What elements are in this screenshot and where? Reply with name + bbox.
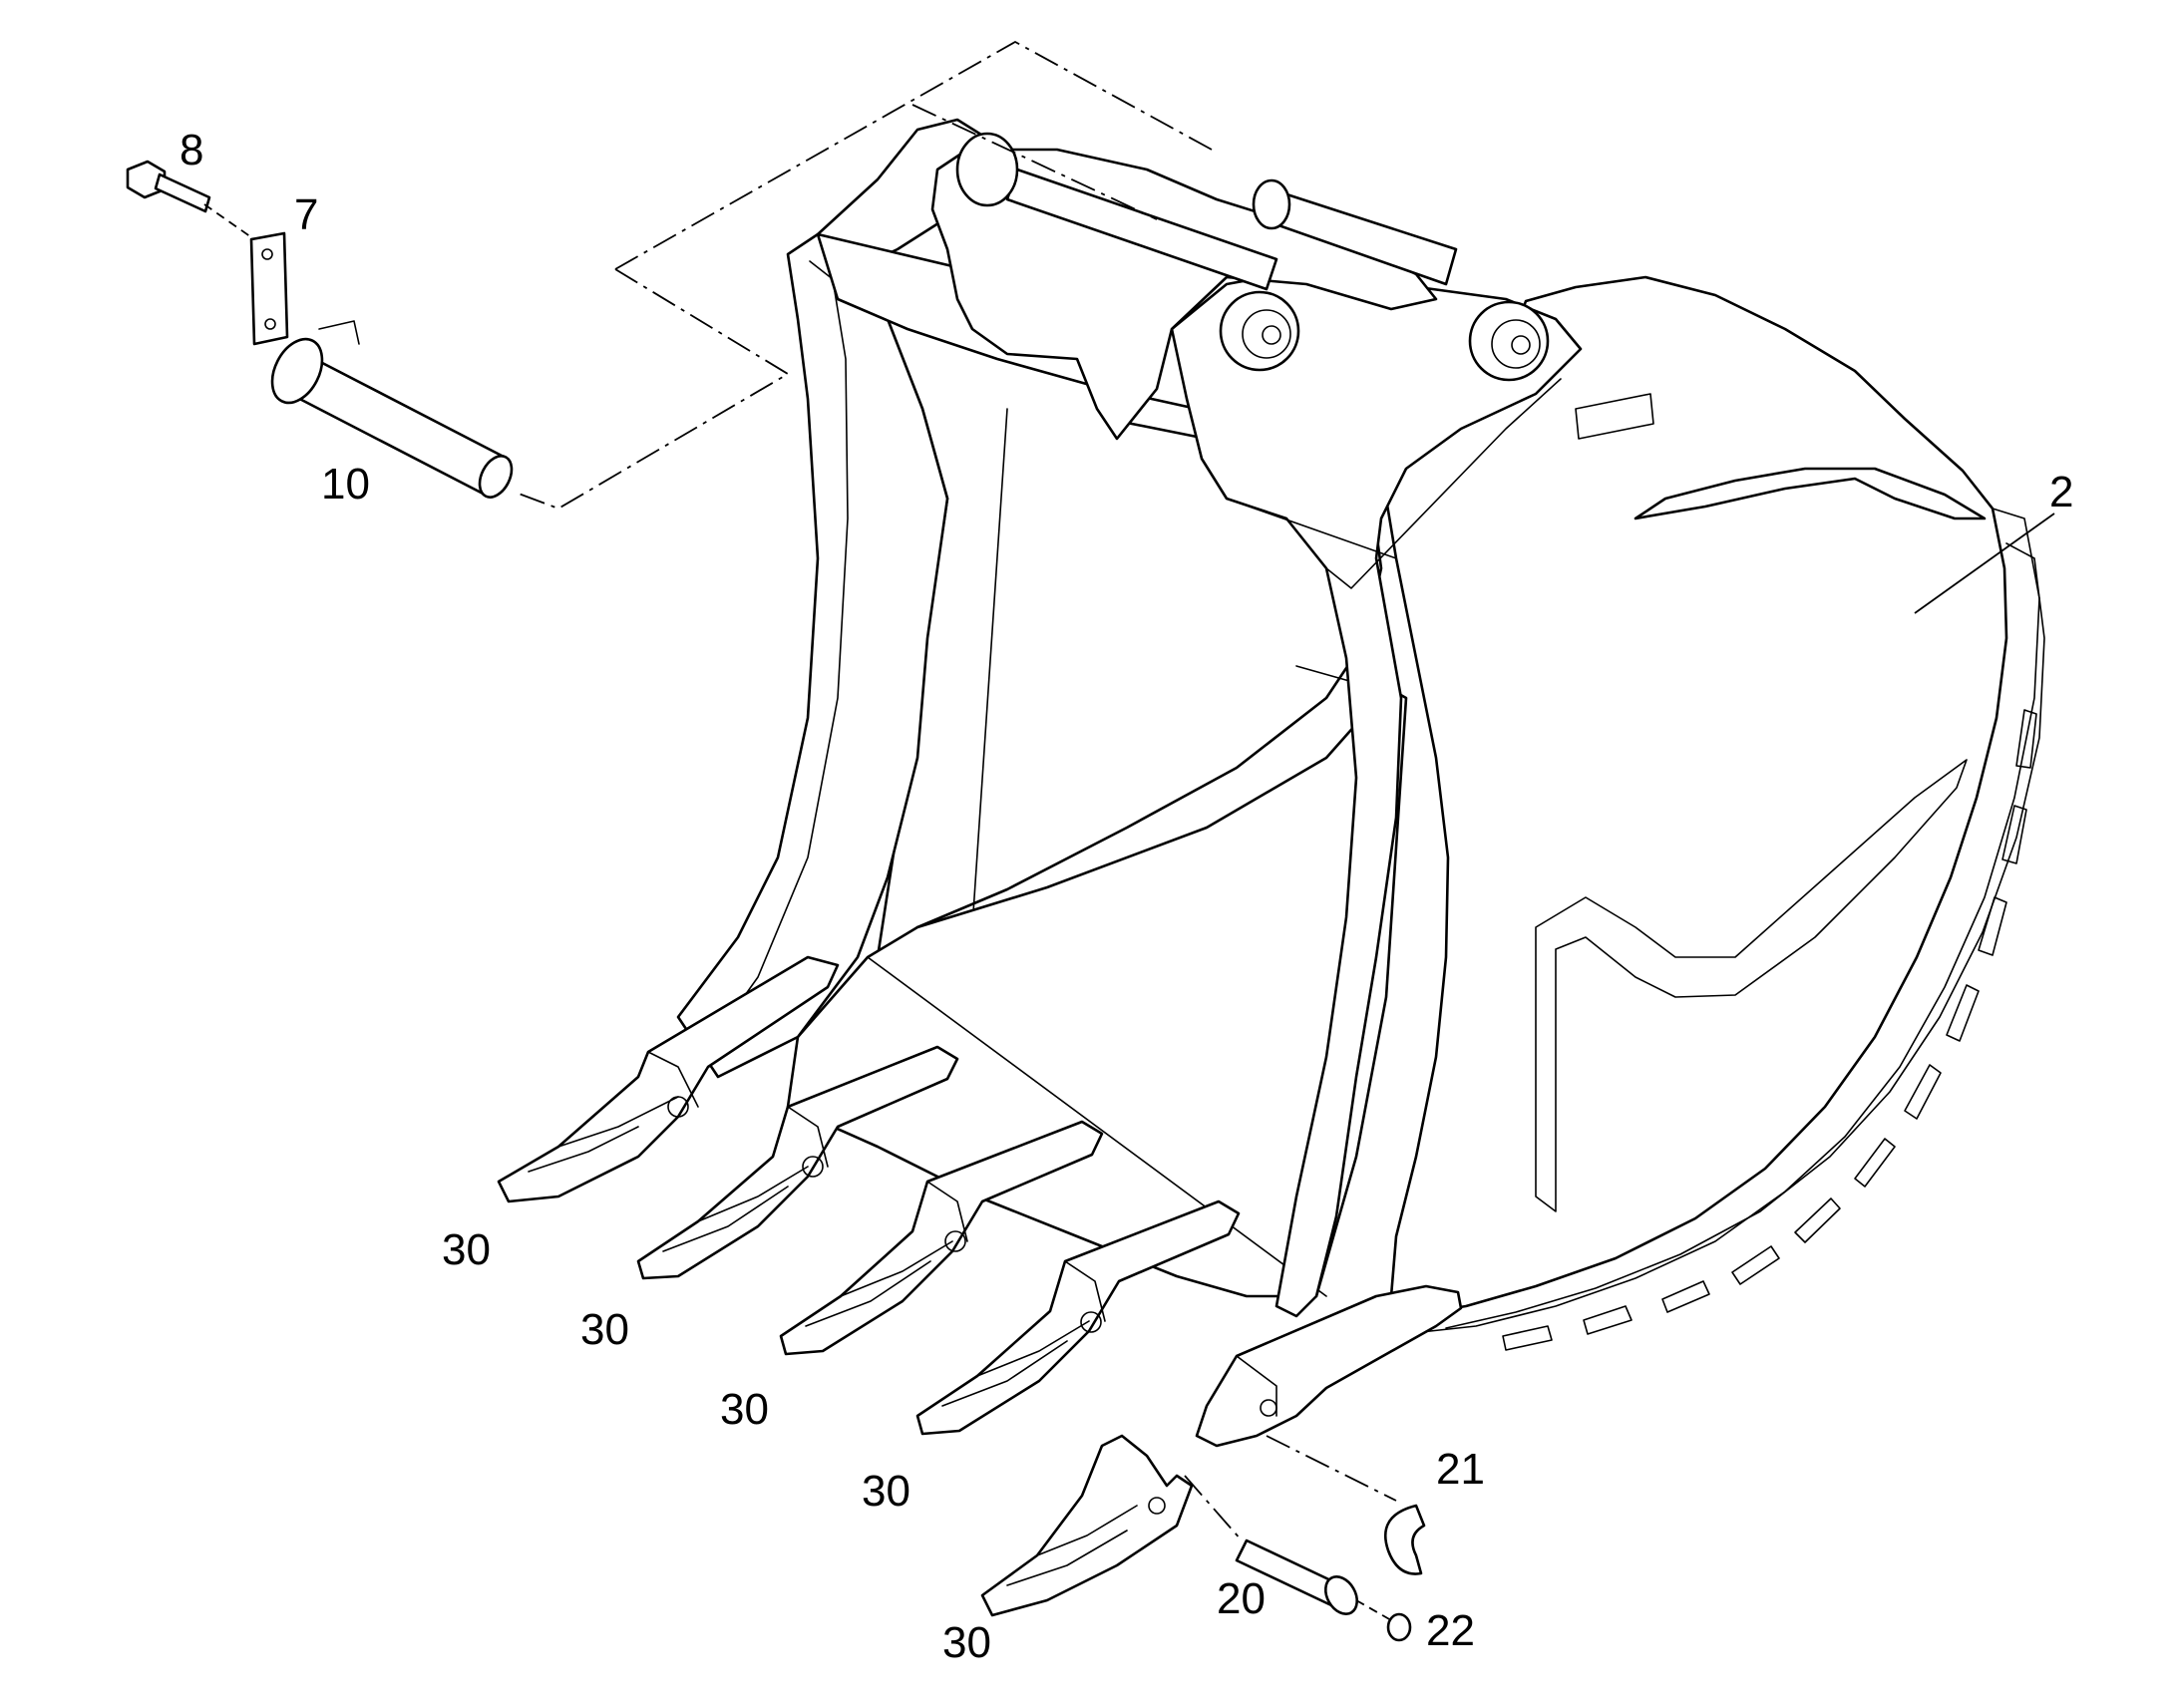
bucket-rear-lug bbox=[930, 148, 1438, 441]
callout-30-a: 30 bbox=[442, 1225, 491, 1274]
callout-2: 2 bbox=[2049, 468, 2073, 516]
bolt-8 bbox=[126, 160, 211, 213]
callout-20: 20 bbox=[1217, 1574, 1266, 1623]
callout-22: 22 bbox=[1426, 1606, 1475, 1655]
callout-30-b: 30 bbox=[580, 1305, 629, 1354]
callout-8: 8 bbox=[180, 126, 203, 174]
tooth-2 bbox=[636, 1045, 959, 1280]
bucket-teeth bbox=[497, 955, 1463, 1617]
tooth-3 bbox=[779, 1120, 1104, 1356]
callout-21: 21 bbox=[1436, 1445, 1485, 1494]
bucket-body bbox=[676, 118, 2045, 1351]
lug-boss-right bbox=[1468, 300, 1550, 382]
lock-pin-20 bbox=[1235, 1538, 1359, 1615]
callout-10: 10 bbox=[321, 460, 370, 509]
leader-lines bbox=[1914, 512, 2055, 614]
assembly-lines bbox=[203, 40, 1397, 1621]
callouts: 2 7 8 10 20 21 22 30 30 30 30 30 bbox=[180, 126, 2073, 1667]
tooth-4 bbox=[915, 1199, 1241, 1436]
callout-7: 7 bbox=[294, 190, 318, 239]
washer-22 bbox=[1386, 1612, 1412, 1642]
plate-7 bbox=[249, 231, 289, 346]
leader-2 bbox=[1914, 512, 2055, 614]
tooth-6-detached bbox=[980, 1434, 1194, 1617]
tooth-1 bbox=[497, 955, 840, 1203]
callout-30-d: 30 bbox=[862, 1467, 910, 1516]
retainer-21 bbox=[1383, 1504, 1426, 1575]
nameplate bbox=[1575, 393, 1654, 440]
lug-boss-left bbox=[1219, 290, 1300, 372]
bucket-right-side-plate bbox=[1379, 275, 2008, 1316]
bucket-top-lip bbox=[1634, 467, 1987, 520]
callout-30-c: 30 bbox=[720, 1385, 769, 1434]
pin-10 bbox=[270, 320, 514, 499]
tooth-5 bbox=[1195, 1284, 1463, 1448]
callout-30-e: 30 bbox=[942, 1618, 991, 1667]
bucket-floor bbox=[786, 686, 1408, 1298]
